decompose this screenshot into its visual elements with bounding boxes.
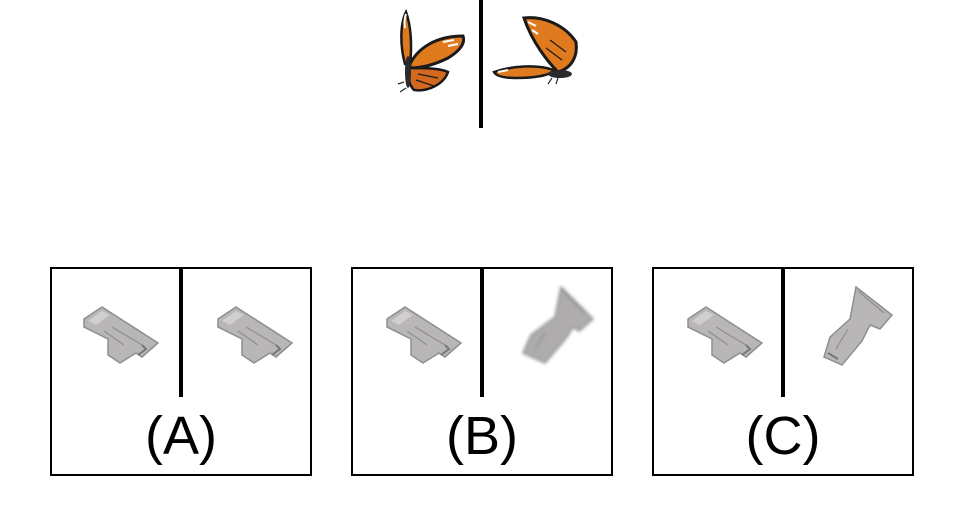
option-b-card[interactable]: (B)	[351, 267, 613, 476]
reference-divider	[479, 0, 483, 128]
sofa-rotated-image	[823, 285, 894, 366]
option-b-label: (B)	[446, 406, 518, 466]
option-c-card[interactable]: (C)	[652, 267, 914, 476]
option-b-divider	[480, 269, 484, 397]
option-a-divider	[179, 269, 183, 397]
option-c-label: (C)	[745, 406, 821, 466]
sofa-right-image	[217, 306, 294, 364]
option-c-divider	[781, 269, 785, 397]
butterfly-left-image	[397, 8, 466, 93]
sofa-left-image	[83, 306, 160, 364]
sofa-blurred-image	[522, 285, 595, 364]
sofa-left-image	[386, 306, 463, 364]
option-a-label: (A)	[145, 406, 217, 466]
sofa-left-image	[687, 306, 764, 364]
option-a-card[interactable]: (A)	[50, 267, 312, 476]
butterfly-right-image	[492, 16, 578, 85]
